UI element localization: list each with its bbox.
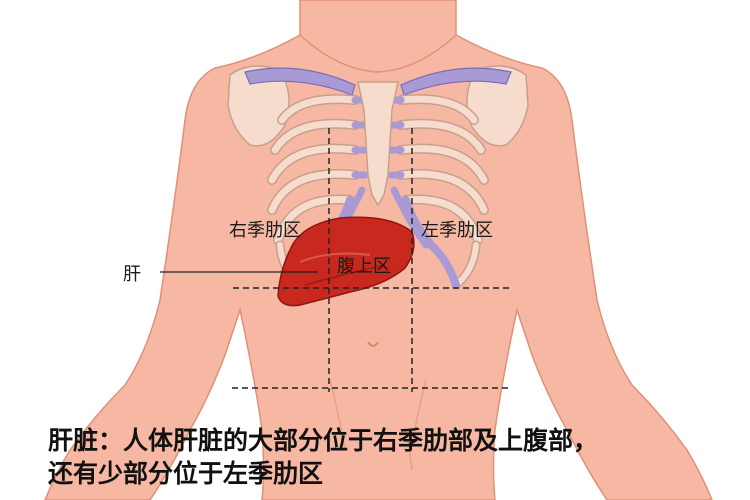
caption-line-1: 肝脏：人体肝脏的大部分位于右季肋部及上腹部， <box>48 426 599 455</box>
rib-cage <box>267 94 489 290</box>
sternum <box>357 81 399 207</box>
label-left-hypochondrium: 左季肋区 <box>421 220 493 241</box>
caption-line-2: 还有少部分位于左季肋区 <box>48 459 324 488</box>
liver <box>277 216 415 307</box>
shoulder-bones <box>227 65 529 147</box>
label-liver: 肝 <box>123 264 141 285</box>
region-guides <box>232 128 512 392</box>
label-epigastric: 腹上区 <box>337 256 391 277</box>
region-labels: 右季肋区 左季肋区 腹上区 肝 <box>123 220 493 285</box>
caption: 肝脏：人体肝脏的大部分位于右季肋部及上腹部， 还有少部分位于左季肋区 <box>48 424 738 490</box>
label-right-hypochondrium: 右季肋区 <box>229 220 301 241</box>
